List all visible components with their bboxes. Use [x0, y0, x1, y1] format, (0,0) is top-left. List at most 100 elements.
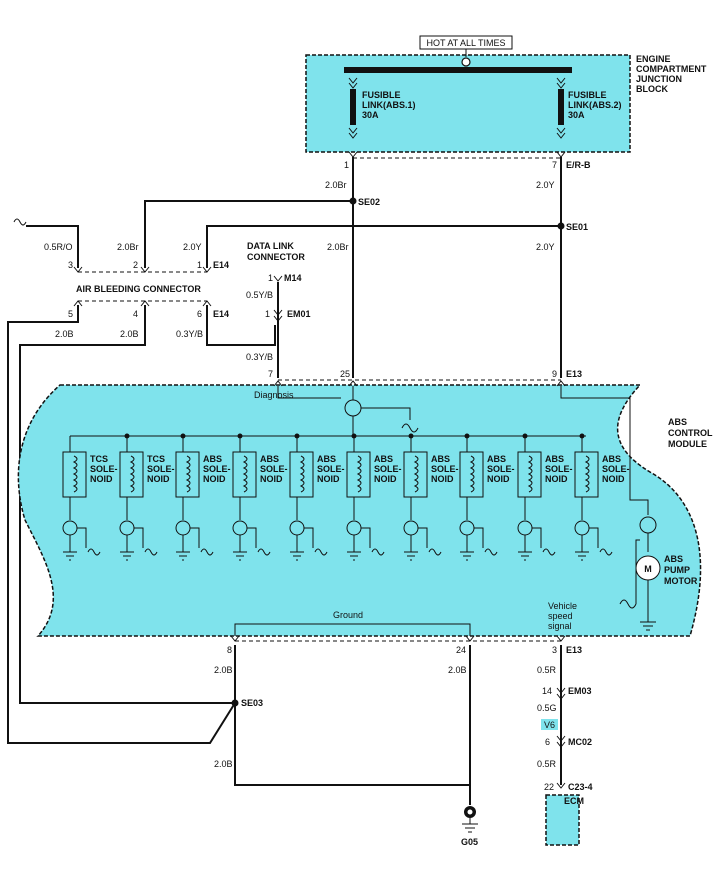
abs-pin-7: 7 — [268, 369, 273, 379]
solenoid-label: SOLE- — [203, 464, 231, 474]
solenoid-label: ABS — [487, 454, 506, 464]
pump-motor-2: PUMP — [664, 565, 690, 575]
wire-0-5ro: 0.5R/O — [44, 242, 73, 252]
vss-label-2: speed — [548, 611, 573, 621]
jb-connector-id: E/R-B — [566, 160, 591, 170]
abc-pin-4: 4 — [133, 309, 138, 319]
solenoid-label: NOID — [431, 474, 454, 484]
abs-pin-25: 25 — [340, 369, 350, 379]
wire-2-0br-top: 2.0Br — [325, 180, 347, 190]
solenoid-coil-icon — [175, 451, 200, 498]
abs-title-2: CONTROL — [668, 428, 713, 438]
abc-conn-top: E14 — [213, 260, 229, 270]
junction-block: HOT AT ALL TIMES FUSIBLE LINK(ABS.1) 30A… — [305, 35, 707, 153]
solenoid-label: SOLE- — [147, 464, 175, 474]
solenoid-coil-icon — [289, 451, 314, 498]
hot-at-all-times-label: HOT AT ALL TIMES — [426, 38, 505, 48]
fuse2-line3: 30A — [568, 110, 585, 120]
v6-label: V6 — [544, 720, 555, 730]
splice-se01-label: SE01 — [566, 222, 588, 232]
ground-label: Ground — [333, 610, 363, 620]
dlc-label-1: DATA LINK — [247, 241, 294, 251]
wires — [7, 157, 562, 805]
solenoid-label: TCS — [147, 454, 165, 464]
solenoid-label: SOLE- — [374, 464, 402, 474]
conn-em03: EM03 — [568, 686, 592, 696]
splice-se03 — [231, 699, 239, 707]
solenoid-label: SOLE- — [431, 464, 459, 474]
wire-0-5g: 0.5G — [537, 703, 557, 713]
solenoid-group: TCSSOLE-NOIDTCSSOLE-NOIDABSSOLE-NOIDABSS… — [62, 433, 630, 561]
abs-conn-top: E13 — [566, 369, 582, 379]
splice-se01 — [557, 222, 565, 230]
wire-2-0b-b: 2.0B — [120, 329, 139, 339]
solenoid-label: NOID — [260, 474, 283, 484]
solenoid-label: SOLE- — [602, 464, 630, 474]
wire-2-0b-e: 2.0B — [214, 759, 233, 769]
wire-0-3yb-a: 0.3Y/B — [176, 329, 203, 339]
solenoid-label: NOID — [90, 474, 113, 484]
fuse2-line2: LINK(ABS.2) — [568, 100, 622, 110]
abs-control-module: 7 25 9 E13 Diagnosis ABS CONTROL MODULE … — [17, 369, 713, 637]
abc-pin-1: 1 — [197, 260, 202, 270]
solenoid-label: ABS — [431, 454, 450, 464]
splice-se02 — [349, 197, 357, 205]
dlc-label-2: CONNECTOR — [247, 252, 305, 262]
vss-label-1: Vehicle — [548, 601, 577, 611]
solenoid-label: NOID — [317, 474, 340, 484]
fuse1-line2: LINK(ABS.1) — [362, 100, 416, 110]
solenoid-label: NOID — [602, 474, 625, 484]
wire-2-0br-mid: 2.0Br — [117, 242, 139, 252]
solenoid-coil-icon — [119, 451, 144, 498]
solenoid-label: ABS — [545, 454, 564, 464]
dlc-em01: EM01 — [287, 309, 311, 319]
ground-g05: G05 — [461, 806, 478, 847]
abc-pin-6: 6 — [197, 309, 202, 319]
fuse1-line1: FUSIBLE — [362, 90, 401, 100]
solenoid-label: SOLE- — [317, 464, 345, 474]
abc-conn-bottom: E14 — [213, 309, 229, 319]
abs-pin-3: 3 — [552, 645, 557, 655]
solenoid-label: ABS — [203, 454, 222, 464]
fusible-link-2-icon — [558, 89, 564, 125]
conn-mc02: MC02 — [568, 737, 592, 747]
pin-ecm: 22 — [544, 782, 554, 792]
jb-pin-1: 1 — [344, 160, 349, 170]
solenoid-label: NOID — [545, 474, 568, 484]
solenoid-label: ABS — [317, 454, 336, 464]
solenoid-label: TCS — [90, 454, 108, 464]
solenoid-coil-icon — [574, 451, 599, 498]
jb-title-3: JUNCTION — [636, 74, 682, 84]
solenoid-coil-icon — [232, 451, 257, 498]
abs-pin-8: 8 — [227, 645, 232, 655]
splice-se03-label: SE03 — [241, 698, 263, 708]
abs-module-body — [17, 384, 702, 637]
abc-pin-2: 2 — [133, 260, 138, 270]
dlc-pin-em01: 1 — [265, 309, 270, 319]
solenoid-label: SOLE- — [545, 464, 573, 474]
solenoid-label: ABS — [374, 454, 393, 464]
solenoid-coil-icon — [346, 451, 371, 498]
pump-motor-1: ABS — [664, 554, 683, 564]
solenoid-label: NOID — [374, 474, 397, 484]
abs-pin-24: 24 — [456, 645, 466, 655]
g05-label: G05 — [461, 837, 478, 847]
wire-2-0y-mid: 2.0Y — [183, 242, 202, 252]
vss-chain: 14 EM03 V6 6 MC02 22 C23-4 ECM — [541, 686, 593, 846]
solenoid-label: SOLE- — [487, 464, 515, 474]
solenoid-label: SOLE- — [260, 464, 288, 474]
solenoid-label: SOLE- — [90, 464, 118, 474]
diagnosis-label: Diagnosis — [254, 390, 294, 400]
air-bleeding-label: AIR BLEEDING CONNECTOR — [76, 284, 201, 294]
wire-0-5yb: 0.5Y/B — [246, 290, 273, 300]
dlc-m14: M14 — [284, 273, 302, 283]
solenoid-coil-icon — [62, 451, 87, 498]
wire-2-0b-c: 2.0B — [214, 665, 233, 675]
bus-bar — [344, 67, 572, 73]
solenoid-label: ABS — [602, 454, 621, 464]
vss-label-3: signal — [548, 621, 572, 631]
solenoid-coil-icon — [517, 451, 542, 498]
abc-pin-3: 3 — [68, 260, 73, 270]
pin-mc02: 6 — [545, 737, 550, 747]
pin-em03: 14 — [542, 686, 552, 696]
